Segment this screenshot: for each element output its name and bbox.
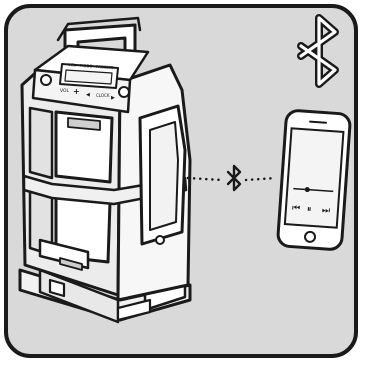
phone-speaker <box>310 122 326 123</box>
bluetooth-icon-link <box>228 166 240 190</box>
phone-home-button[interactable] <box>305 232 316 243</box>
prev-track-icon[interactable]: ⏮ <box>292 204 301 215</box>
radio-control-clock: CLOCK <box>96 93 110 98</box>
radio-knob-right <box>119 87 129 97</box>
bluetooth-link <box>188 166 276 190</box>
radio-control-left: ◀ <box>86 92 90 98</box>
radio-control-right: ▶ <box>111 95 115 101</box>
next-track-icon[interactable]: ⏭ <box>322 206 331 217</box>
link-dots-right <box>246 178 276 180</box>
radio-side-port <box>156 236 164 244</box>
jobsite-radio: VOL · MODE · PRESETS VOL + ◀ CLOCK ▶ <box>20 18 190 322</box>
radio-side-panel-upper <box>30 108 52 178</box>
radio-display-inner <box>65 70 112 84</box>
link-dots-left <box>188 178 222 180</box>
smartphone: ⏮ ⏸ ⏭ <box>277 110 350 250</box>
bluetooth-icon-corner <box>301 18 335 84</box>
radio-foot-left <box>50 280 64 296</box>
radio-side-cage-inner <box>150 122 178 230</box>
radio-speaker-upper-slot <box>68 118 100 130</box>
radio-knob-left <box>41 75 51 85</box>
radio-control-vol: VOL <box>60 88 70 94</box>
pause-icon[interactable]: ⏸ <box>307 205 312 215</box>
radio-control-plus: + <box>73 87 80 96</box>
